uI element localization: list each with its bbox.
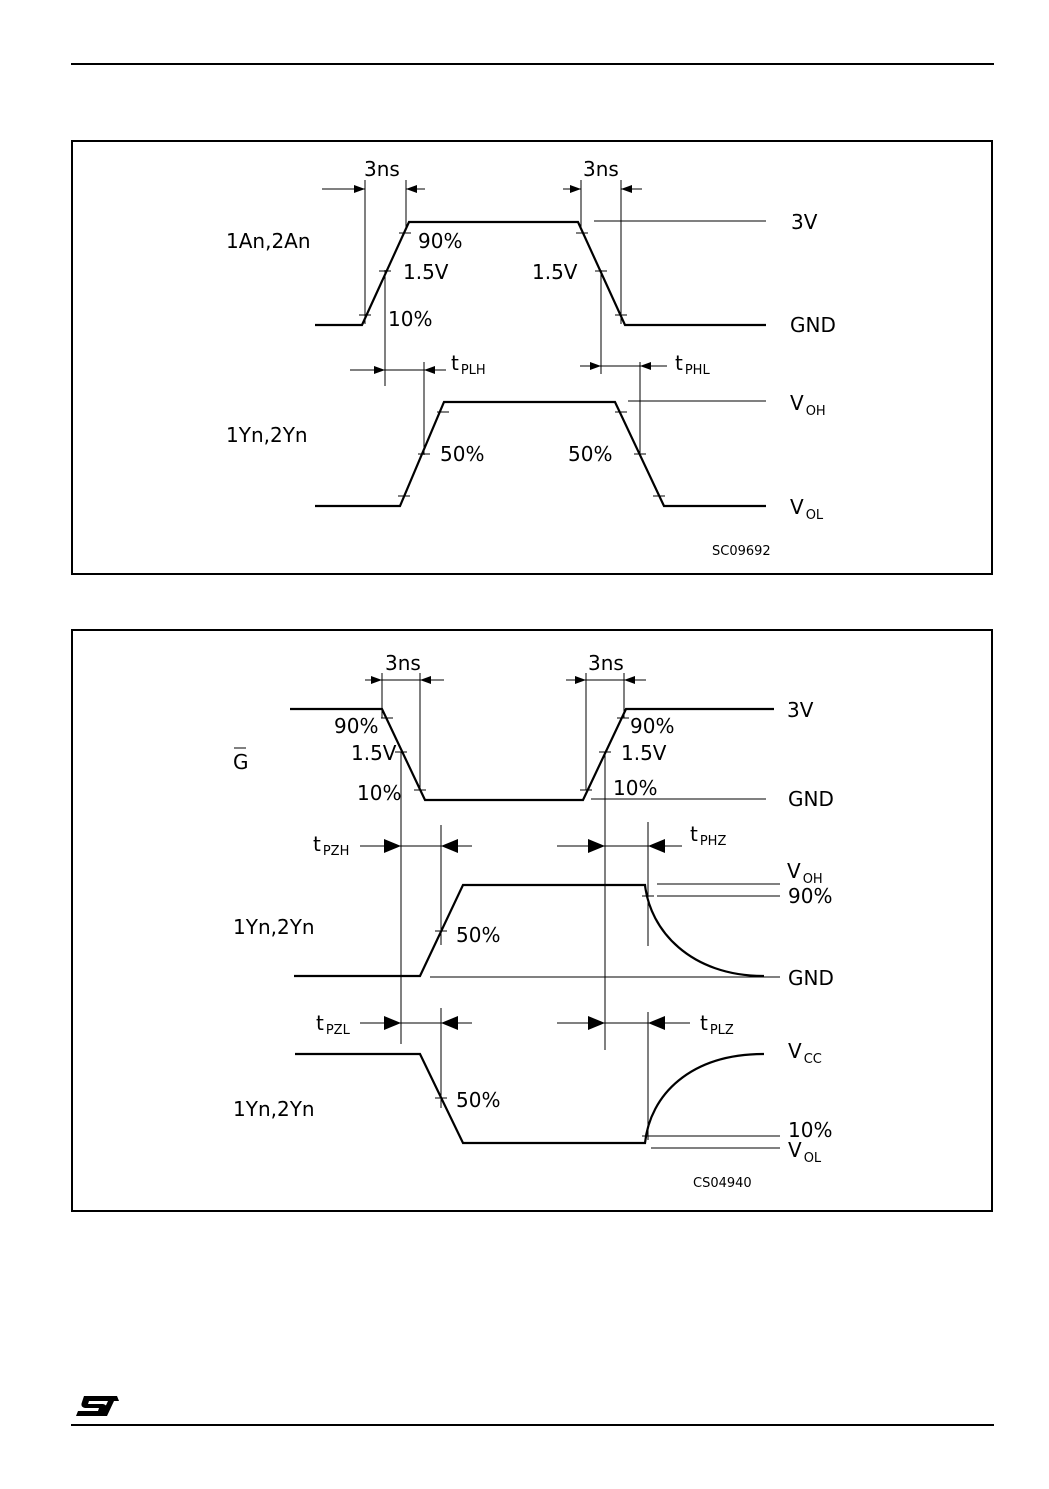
pct-90-right-label: 90% bbox=[630, 714, 674, 738]
output-2-waveform bbox=[295, 1054, 764, 1143]
pct-90-label: 90% bbox=[418, 229, 462, 253]
pct-10-label: 10% bbox=[388, 307, 432, 331]
level-gnd-label-2: GND bbox=[788, 966, 834, 990]
output-waveform bbox=[315, 402, 766, 506]
pct-10-right-label: 10% bbox=[613, 776, 657, 800]
level-3v-label: 3V bbox=[787, 698, 814, 722]
bottom-rule bbox=[71, 1424, 994, 1426]
st-logo bbox=[76, 1396, 119, 1416]
figure-2: 3ns 3ns 90% 90% 1.5V 1.5V 10% 10% G 3V G… bbox=[233, 651, 834, 1191]
mid-left-label: 1.5V bbox=[403, 260, 449, 284]
mid-right-label: 1.5V bbox=[532, 260, 578, 284]
mid-right-label: 1.5V bbox=[621, 741, 667, 765]
pct-90-left-label: 90% bbox=[334, 714, 378, 738]
figure-code: SC09692 bbox=[712, 544, 771, 559]
pct-90-out-label: 90% bbox=[788, 884, 832, 908]
output-signal-2-label: 1Yn,2Yn bbox=[233, 1097, 315, 1121]
level-gnd-label-1: GND bbox=[788, 787, 834, 811]
figure-code: CS04940 bbox=[693, 1176, 752, 1191]
figure-1: 3ns 3ns 1An,2An 90% 1.5V 1.5V 10% 3V GND… bbox=[226, 157, 836, 559]
rise-time-label: 3ns bbox=[364, 157, 400, 181]
out1-50-label: 50% bbox=[456, 923, 500, 947]
out2-50-label: 50% bbox=[456, 1088, 500, 1112]
out-50-left-label: 50% bbox=[440, 442, 484, 466]
pct-10-left-label: 10% bbox=[357, 781, 401, 805]
enable-signal-label: G bbox=[233, 750, 249, 774]
input-signal-label: 1An,2An bbox=[226, 229, 311, 253]
rise-time-label: 3ns bbox=[588, 651, 624, 675]
level-gnd-label: GND bbox=[790, 313, 836, 337]
mid-left-label: 1.5V bbox=[351, 741, 397, 765]
out-50-right-label: 50% bbox=[568, 442, 612, 466]
output-1-waveform bbox=[294, 885, 764, 976]
level-3v-label: 3V bbox=[791, 210, 818, 234]
fall-time-label: 3ns bbox=[385, 651, 421, 675]
fall-time-label: 3ns bbox=[583, 157, 619, 181]
output-signal-1-label: 1Yn,2Yn bbox=[233, 915, 315, 939]
output-signal-label: 1Yn,2Yn bbox=[226, 423, 308, 447]
